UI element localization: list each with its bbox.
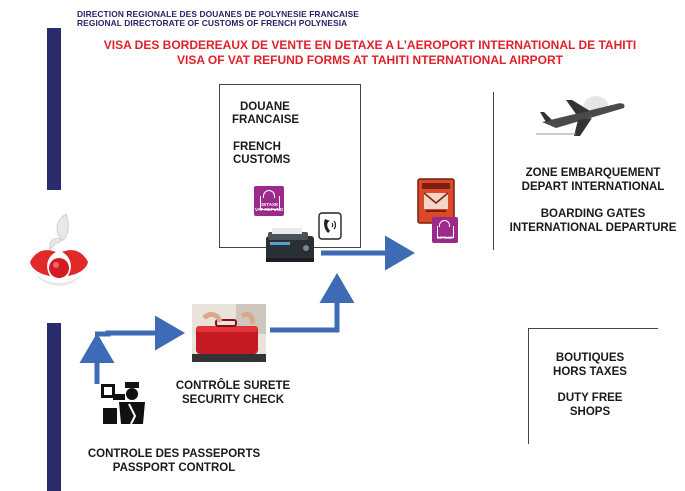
passports-label-2: PASSPORT CONTROL xyxy=(112,462,236,474)
left-bar-bottom xyxy=(47,323,61,491)
header-line-2: REGIONAL DIRECTORATE OF CUSTOMS OF FRENC… xyxy=(77,18,348,28)
passports-label-1: CONTROLE DES PASSEPORTS xyxy=(87,448,261,460)
douane-label-3: FRENCH xyxy=(233,141,281,153)
embarquement-label-3: BOARDING GATES xyxy=(540,208,646,220)
dutyfree-box-left xyxy=(528,328,529,444)
customs-box-top xyxy=(219,84,360,85)
mailbox-icon xyxy=(417,178,455,224)
title-french: VISA DES BORDEREAUX DE VENTE EN DETAXE A… xyxy=(103,38,637,52)
customs-box-right xyxy=(360,84,361,248)
boutiques-label-2: HORS TAXES xyxy=(553,366,627,378)
douane-label-2: FRANCAISE xyxy=(232,114,300,126)
boutiques-label-1: BOUTIQUES xyxy=(555,352,625,364)
passport-officer-icon xyxy=(101,382,145,425)
boutiques-label-4: SHOPS xyxy=(569,406,611,418)
scanner-icon xyxy=(266,228,314,262)
customs-box-left xyxy=(219,84,220,248)
header-line-1: DIRECTION REGIONALE DES DOUANES DE POLYN… xyxy=(77,9,359,19)
dutyfree-box-top xyxy=(528,328,658,329)
airplane-icon xyxy=(536,96,625,136)
douane-label-1: DOUANE xyxy=(240,101,290,113)
embarquement-label-1: ZONE EMBARQUEMENT xyxy=(525,167,661,179)
detaxe-bag-icon-2: DETAXE xyxy=(432,217,458,243)
boutiques-label-3: DUTY FREE xyxy=(557,392,623,404)
boarding-divider xyxy=(493,92,494,250)
embarquement-label-4: INTERNATIONAL DEPARTURE xyxy=(509,222,677,234)
surete-label-2: SECURITY CHECK xyxy=(181,394,285,406)
customs-logo-icon xyxy=(30,213,88,286)
embarquement-label-2: DEPART INTERNATIONAL xyxy=(521,181,665,193)
left-bar-top xyxy=(47,28,61,190)
phone-icon xyxy=(318,212,342,240)
douane-label-4: CUSTOMS xyxy=(233,154,291,166)
surete-label-1: CONTRÔLE SURETE xyxy=(175,380,291,392)
suitcase-icon xyxy=(192,304,266,362)
title-english: VISA OF VAT REFUND FORMS AT TAHITI NTERN… xyxy=(177,53,563,67)
